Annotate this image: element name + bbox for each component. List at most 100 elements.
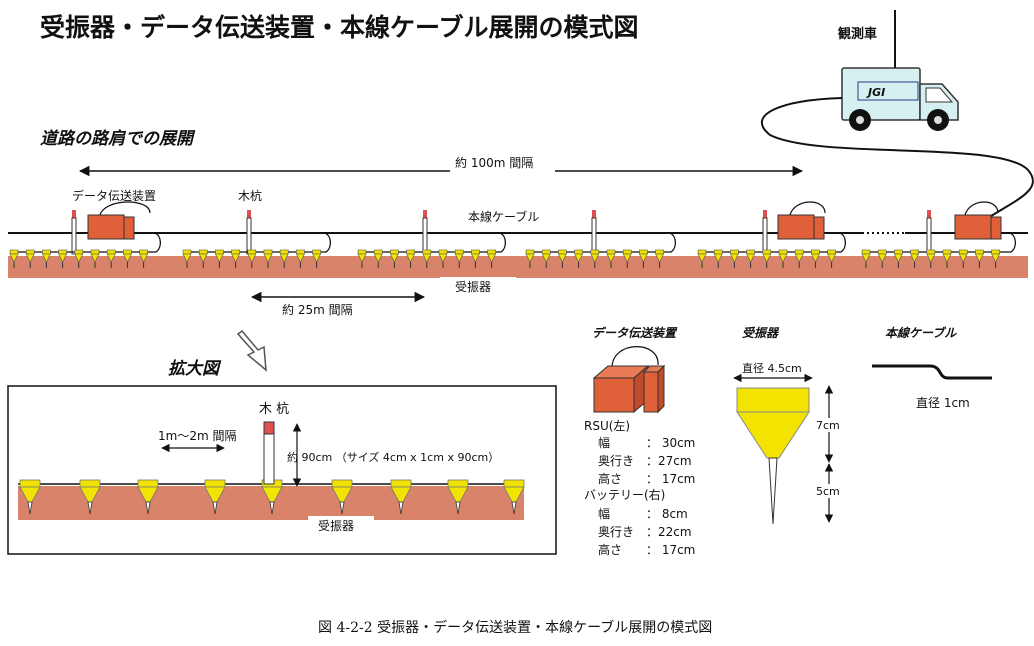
spec-value: ： 17cm [646,472,695,486]
geophone-icon [58,249,68,268]
spec-name: 幅 [598,506,610,521]
wooden-stake [71,210,77,255]
spec-name: 高さ [598,471,622,486]
spec-value: ：22cm [646,525,692,539]
geophone-icon [713,249,723,268]
spec-value: ： 8cm [646,507,688,521]
legend-rsu-box [592,364,650,414]
spec-value: ：27cm [646,454,692,468]
geophone-icon [74,249,84,268]
wooden-stake [246,210,252,255]
zoom-arrow-icon [236,329,267,372]
data-unit [87,201,151,240]
vehicle-label: 観測車 [837,26,877,42]
geophone-icon [794,249,804,268]
geophone-icon [729,249,739,268]
geophone-icon [357,249,367,268]
geophone-icon [810,249,820,268]
stake-height-label: 約 90cm （サイズ 4cm x 1cm x 90cm） [287,450,499,464]
geophone-icon [454,249,464,268]
geophone-icon [991,249,1001,268]
geophone-icon [204,479,226,515]
geophone-string [525,232,677,268]
observation-vehicle: JGI 観測車 [837,10,959,131]
data-unit-label: データ伝送装置 [72,188,156,203]
geophone-icon [295,249,305,268]
geophone-icon [422,249,432,268]
spec-value: ： 30cm [646,436,695,450]
geophone-icon [974,249,984,268]
geophone-icon [406,249,416,268]
geophone-icon [79,479,101,515]
geophone-icon [910,249,920,268]
legend-cable-line [872,364,992,380]
geophone-icon [942,249,952,268]
geophone-icon [9,249,19,268]
geophone-icon [279,249,289,268]
geophone-icon [182,249,192,268]
spec-name: 奥行き [598,454,634,468]
ground-strip [8,256,1028,278]
geophone-icon [247,249,257,268]
enlarged-view-frame [7,385,557,555]
geophone-icon [25,249,35,268]
geophone-string [182,232,332,268]
data-unit [777,201,826,240]
geophone-icon [697,249,707,268]
geophone-string [861,232,1017,268]
legend-unit-heading: データ伝送装置 [592,326,678,340]
enlarged-geophone-label: 受振器 [318,519,354,533]
interval-25m-label: 約 25m 間隔 [282,302,353,317]
geophone-icon [137,479,159,515]
geophone-string [9,232,162,268]
legend-rsu-heading: RSU(左) [584,418,630,433]
geophone-icon [622,249,632,268]
geophone-icon [525,249,535,268]
geophone-icon [655,249,665,268]
geophone-label: 受振器 [455,280,491,294]
interval-100m-label: 約 100m 間隔 [455,155,533,170]
geophone-string [357,232,507,268]
geophone-icon [438,249,448,268]
geophone-icon [41,249,51,268]
geophone-icon [447,479,469,515]
geophone-icon [106,249,116,268]
geophone-icon [827,249,837,268]
geophone-icon [557,249,567,268]
legend-cable-diameter: 直径 1cm [916,396,970,410]
geophone-icon [574,249,584,268]
geophone-icon [541,249,551,268]
data-unit [954,201,1002,240]
wooden-stake [926,210,932,255]
geophone-icon [606,249,616,268]
geophone-icon [231,249,241,268]
wooden-stake [762,210,768,255]
section-enlarged-heading: 拡大図 [168,359,222,379]
geophone-icon [263,249,273,268]
section-road-heading: 道路の路肩での展開 [40,129,196,149]
geophone-icon [312,249,322,268]
spec-value: ： 17cm [646,543,695,557]
geophone-icon [487,249,497,268]
legend-geophone-heading: 受振器 [742,326,780,340]
geophone-string [697,232,847,268]
geophone-icon [503,479,525,515]
geophone-icon [373,249,383,268]
legend-geophone [736,387,810,525]
geophone-icon [893,249,903,268]
geophone-icon [470,249,480,268]
geophone-icon [926,249,936,268]
geophone-icon [389,249,399,268]
legend-cable-heading: 本線ケーブル [885,326,957,340]
geophone-icon [590,249,600,268]
legend-battery-heading: バッテリー(右) [584,487,665,502]
geophone-icon [638,249,648,268]
geophone-icon [90,249,100,268]
legend-battery-box [642,364,666,414]
enlarged-stake-label: 木 杭 [259,402,289,417]
wooden-stake [591,210,597,255]
stake-label: 木杭 [238,188,262,203]
